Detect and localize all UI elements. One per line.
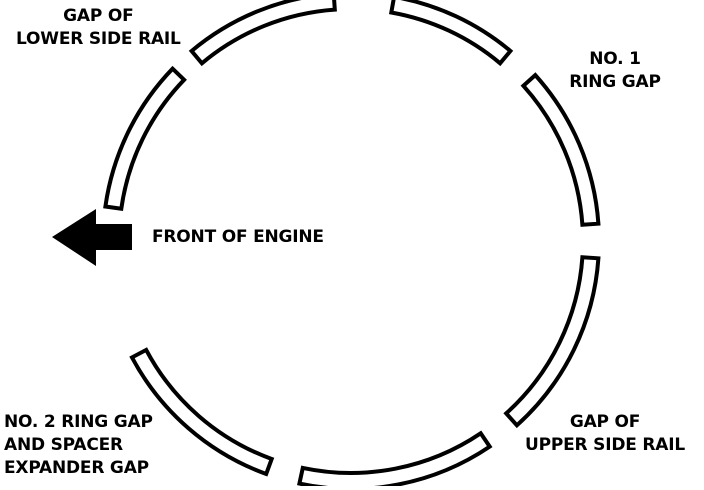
- ring-segment-right-lower: [503, 255, 601, 429]
- front-arrow-icon: [52, 209, 132, 266]
- label-no1-ring-gap-line2: RING GAP: [569, 72, 661, 92]
- label-lower-side-rail-line2: LOWER SIDE RAIL: [16, 29, 181, 49]
- label-no1-ring-gap-line1: NO. 1: [589, 49, 641, 69]
- ring-segment-right-upper: [520, 72, 601, 227]
- label-lower-side-rail-line1: GAP OF: [63, 6, 134, 26]
- ring-segment-top-left: [188, 0, 337, 67]
- ring-segment-bottom: [297, 430, 493, 490]
- ring-segment-left-upper: [103, 65, 187, 211]
- ring-arcs: [103, 0, 601, 490]
- label-upper-side-rail: GAP OF UPPER SIDE RAIL: [520, 411, 690, 457]
- label-no2-ring-gap-line2: AND SPACER: [4, 435, 123, 455]
- ring-segment-left-lower: [129, 347, 275, 477]
- label-front-of-engine: FRONT OF ENGINE: [152, 226, 324, 249]
- label-upper-side-rail-line2: UPPER SIDE RAIL: [525, 435, 685, 455]
- label-no2-ring-gap-line1: NO. 2 RING GAP: [4, 412, 153, 432]
- label-lower-side-rail: GAP OF LOWER SIDE RAIL: [16, 5, 181, 51]
- label-upper-side-rail-line1: GAP OF: [569, 412, 641, 432]
- label-no1-ring-gap: NO. 1 RING GAP: [560, 48, 670, 94]
- ring-segment-top-right: [388, 0, 514, 67]
- label-no2-ring-gap: NO. 2 RING GAP AND SPACER EXPANDER GAP: [4, 411, 153, 480]
- label-front-of-engine-text: FRONT OF ENGINE: [152, 227, 324, 247]
- label-no2-ring-gap-line3: EXPANDER GAP: [4, 458, 149, 478]
